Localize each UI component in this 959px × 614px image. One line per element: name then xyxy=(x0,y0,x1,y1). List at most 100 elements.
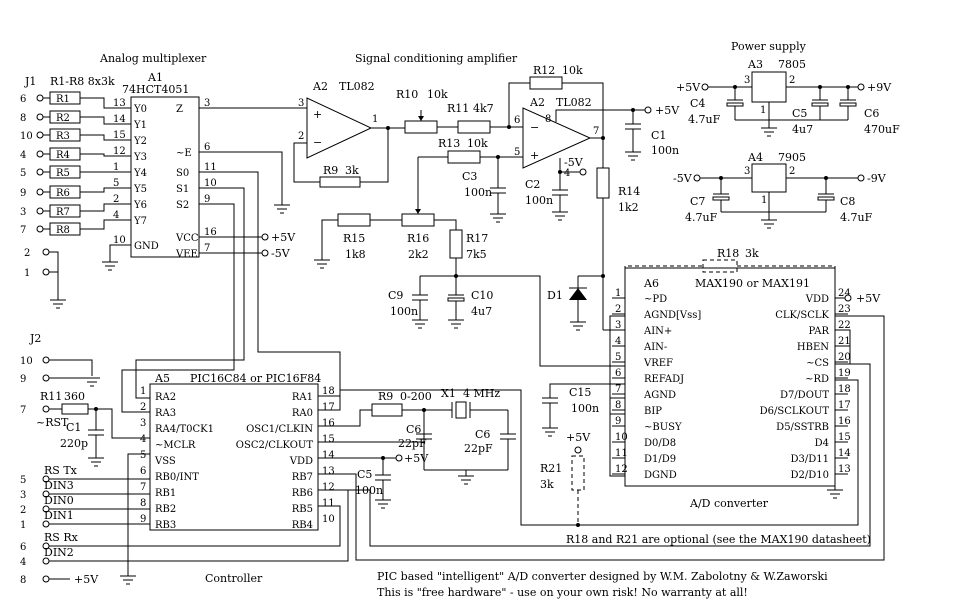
adc-pin-name: D7/DOUT xyxy=(780,390,829,401)
j2-terminal xyxy=(42,405,50,413)
mux-gnd-wire xyxy=(109,244,131,262)
c6b-value: 22pF xyxy=(464,442,493,455)
pic-pin-name: RA4/T0CK1 xyxy=(155,424,214,435)
c9-value: 100n xyxy=(390,305,418,318)
mux-pin-name: S1 xyxy=(176,184,189,195)
adc-pin-number: 16 xyxy=(838,416,851,427)
c9-ref: C9 xyxy=(388,289,403,302)
adc-pin-number: 15 xyxy=(838,432,851,443)
j2-pin-label: 5 xyxy=(20,475,26,486)
mux-pin-number: 1 xyxy=(113,162,119,173)
r15-value: 1k8 xyxy=(345,248,366,261)
r14-resistor xyxy=(596,167,610,199)
adc-pin-number: 17 xyxy=(838,400,851,411)
mux-pin-name: Y4 xyxy=(133,168,147,179)
j2-pin-label: 4 xyxy=(20,557,26,568)
pic-pin-name: OSC1/CLKIN xyxy=(246,424,313,435)
r17-value: 7k5 xyxy=(466,248,487,261)
pic-pin-number: 17 xyxy=(322,402,335,413)
adc-pin-name: BIP xyxy=(644,406,662,417)
clk-wire xyxy=(318,315,885,561)
j2-pin-label: 1 xyxy=(20,520,26,531)
r16-value: 2k2 xyxy=(408,248,429,261)
controller-signal-label: RS Rx xyxy=(44,531,79,544)
j1-pin-label: 9 xyxy=(20,188,26,199)
adc-pin-name: ~PD xyxy=(644,294,667,305)
pic-pin-number: 6 xyxy=(140,466,146,477)
mux-ref: A1 xyxy=(147,71,163,84)
mux-pin-number: 15 xyxy=(113,130,126,141)
adc-pin-number: 12 xyxy=(615,464,628,475)
j1-pin-label: 8 xyxy=(20,113,26,124)
controller-signal-label: DIN3 xyxy=(44,479,74,492)
footer-disclaimer: This is "free hardware" - use on your ow… xyxy=(377,586,748,599)
mux-pin-name: Z xyxy=(176,104,183,115)
mux-pin-number: 7 xyxy=(204,243,210,254)
mux-pin-name: S2 xyxy=(176,200,189,211)
ground-symbol xyxy=(314,259,330,269)
svg-text:−: − xyxy=(530,121,539,134)
ground-symbol xyxy=(84,377,100,387)
pic-pin-number: 14 xyxy=(322,450,335,461)
pic-pin-name: OSC2/CLKOUT xyxy=(236,440,314,451)
pic-pin-name: RB1 xyxy=(155,488,176,499)
svg-text:−: − xyxy=(313,136,322,149)
svg-text:+: + xyxy=(313,108,322,121)
ground-symbol xyxy=(274,204,290,214)
j2-pin-label: 7 xyxy=(20,405,26,416)
a3-pin2: 2 xyxy=(789,75,795,86)
mux-pin-number: 16 xyxy=(204,227,217,238)
mux-pin-number: 13 xyxy=(113,98,126,109)
adc-pin-number: 14 xyxy=(838,448,851,459)
adc-pin-number: 24 xyxy=(838,288,851,299)
adc-ref: A6 xyxy=(643,277,659,290)
r11-amp-ref: R11 xyxy=(447,102,469,115)
psu-minus9-input: -9V xyxy=(867,172,887,185)
c2-amp-ref: C2 xyxy=(525,178,540,191)
ground-symbol xyxy=(120,575,136,585)
r9-amp-resistor xyxy=(319,176,361,188)
adc-optional-note: R18 and R21 are optional (see the MAX190… xyxy=(566,533,871,546)
mux-pin-number: 3 xyxy=(204,98,210,109)
c3-amp-ref: C3 xyxy=(462,170,477,183)
r9-amp-ref: R9 xyxy=(323,164,338,177)
pic-pin-name: RB4 xyxy=(292,520,313,531)
mux-pin-number: 9 xyxy=(204,194,210,205)
pic-pin-name: VDD xyxy=(289,456,313,467)
j1-terminal xyxy=(36,207,44,215)
pic-pin-name: RB2 xyxy=(155,504,176,515)
c5-ctrl-ref: C5 xyxy=(357,468,372,481)
adc-pin-number: 5 xyxy=(615,352,621,363)
adc-pin-name: HBEN xyxy=(797,342,829,353)
pic-pin-number: 18 xyxy=(322,386,335,397)
adc-pin-number: 20 xyxy=(838,352,851,363)
mux-pin-name: Y3 xyxy=(133,152,147,163)
ground-symbol xyxy=(50,299,66,309)
j1-resistor-label: R1-R8 8x3k xyxy=(50,75,115,88)
j1-pin-2-terminal xyxy=(42,248,50,256)
adc-pin-number: 22 xyxy=(838,320,851,331)
regulator-7805 xyxy=(751,71,787,103)
pic-pin-number: 12 xyxy=(322,482,335,493)
adc-pin-name: CLK/SCLK xyxy=(775,310,829,321)
reset-signal-label: ~RST xyxy=(36,416,69,429)
ground-symbol xyxy=(412,319,428,329)
ground-symbol xyxy=(625,151,641,161)
input-resistor-label: R7 xyxy=(56,207,70,218)
amp-minus5-supply: -5V xyxy=(564,156,584,169)
pic-pin-number: 9 xyxy=(140,514,146,525)
ground-symbol xyxy=(375,499,391,509)
adc-pin-name: ~CS xyxy=(806,358,829,369)
mux-pin-number: 4 xyxy=(113,210,119,221)
a4-pin1: 1 xyxy=(761,195,767,206)
pic-pin-number: 5 xyxy=(140,450,146,461)
mux-pin-number: 14 xyxy=(113,114,126,125)
mux-pin-number: 5 xyxy=(113,178,119,189)
adc-pin-number: 7 xyxy=(615,384,621,395)
mux-pin-name: Y5 xyxy=(133,184,147,195)
controller-signal-label: RS Tx xyxy=(44,464,78,477)
a2b-pin4: 4 xyxy=(564,168,570,179)
c1-ctrl-ref: C1 xyxy=(66,421,81,434)
amp-plus5-supply: +5V xyxy=(655,104,680,117)
